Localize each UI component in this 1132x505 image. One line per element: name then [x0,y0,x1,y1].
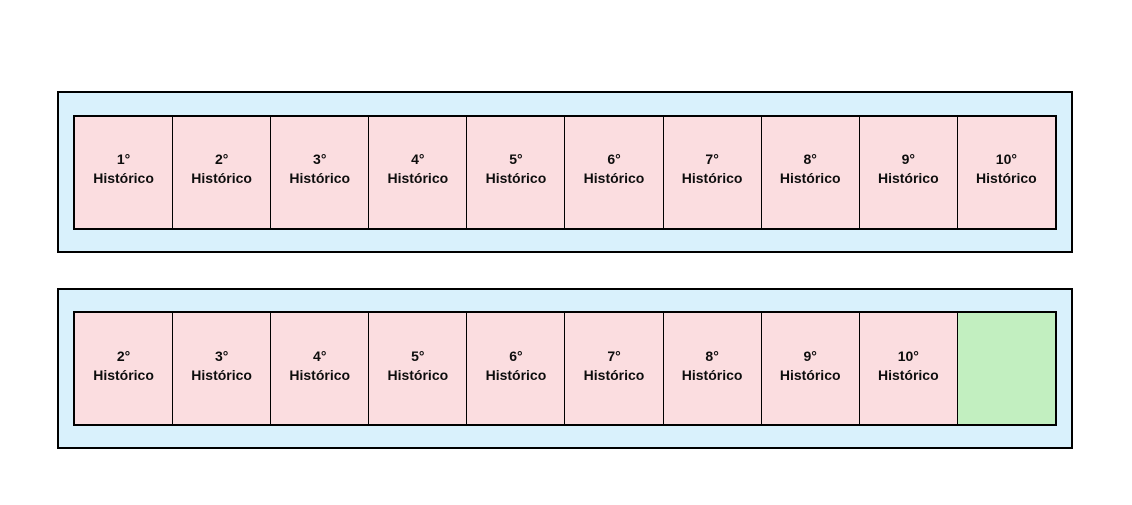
cell-ordinal: 1° [116,151,131,167]
cell-label: Histórico [681,366,743,383]
cell-ordinal: 2° [116,347,131,364]
cell-label: Histórico [387,366,449,383]
cell-label: Histórico [191,170,252,186]
historic-cell-5: 5° Histórico [369,313,468,424]
historic-list-container-bottom: 2° Histórico 3° Histórico 4° Histórico 5… [57,288,1073,449]
empty-slot-cell [957,313,1055,424]
historic-cell-2: 2° Histórico [75,313,174,424]
cell-ordinal: 7° [705,151,719,167]
historic-cell-5: 5° Histórico [467,116,566,228]
cell-label: Histórico [387,170,449,186]
historic-cell-8: 8° Histórico [663,313,762,424]
historic-list-container-top: 1° Histórico 2° Histórico 3° Histórico 4… [57,91,1073,253]
historic-cell-6: 6° Histórico [467,313,566,424]
cell-ordinal: 10° [897,347,919,364]
historic-cell-8: 8° Histórico [761,116,860,228]
cell-ordinal: 4° [313,347,327,364]
cell-ordinal: 8° [705,347,719,364]
cell-label: Histórico [976,170,1037,186]
cell-label: Histórico [681,170,743,186]
historic-cell-row-bottom: 2° Histórico 3° Histórico 4° Histórico 5… [73,311,1057,426]
cell-label: Histórico [485,170,547,186]
historic-cell-2: 2° Histórico [173,116,272,228]
cell-label: Histórico [191,366,252,383]
cell-label: Histórico [93,170,154,186]
cell-ordinal: 6° [509,347,523,364]
historic-cell-7: 7° Histórico [565,313,664,424]
cell-ordinal: 9° [901,151,915,167]
cell-ordinal: 5° [411,347,425,364]
cell-ordinal: 5° [509,151,523,167]
historic-cell-3: 3° Histórico [173,313,272,424]
historic-cell-4: 4° Histórico [369,116,468,228]
cell-ordinal: 3° [214,347,229,364]
cell-ordinal: 7° [607,347,621,364]
cell-ordinal: 6° [607,151,621,167]
cell-label: Histórico [779,170,841,186]
cell-label: Histórico [877,170,939,186]
cell-label: Histórico [485,366,547,383]
cell-ordinal: 9° [803,347,817,364]
cell-label: Histórico [877,366,939,383]
cell-ordinal: 2° [214,151,229,167]
cell-label: Histórico [779,366,841,383]
historic-cell-10: 10° Histórico [859,313,958,424]
historic-cell-7: 7° Histórico [663,116,762,228]
historic-cell-4: 4° Histórico [271,313,370,424]
cell-ordinal: 8° [803,151,817,167]
historic-cell-3: 3° Histórico [271,116,370,228]
historic-cell-row-top: 1° Histórico 2° Histórico 3° Histórico 4… [73,114,1057,230]
cell-ordinal: 10° [995,151,1017,167]
historic-cell-1: 1° Histórico [75,116,174,228]
cell-label: Histórico [289,170,351,186]
historic-cell-10: 10° Histórico [957,116,1055,228]
cell-ordinal: 3° [313,151,327,167]
cell-label: Histórico [583,170,645,186]
cell-label: Histórico [93,366,154,383]
historic-cell-6: 6° Histórico [565,116,664,228]
cell-label: Histórico [583,366,645,383]
historic-cell-9: 9° Histórico [859,116,958,228]
cell-ordinal: 4° [411,151,425,167]
cell-label: Histórico [289,366,351,383]
historic-cell-9: 9° Histórico [761,313,860,424]
